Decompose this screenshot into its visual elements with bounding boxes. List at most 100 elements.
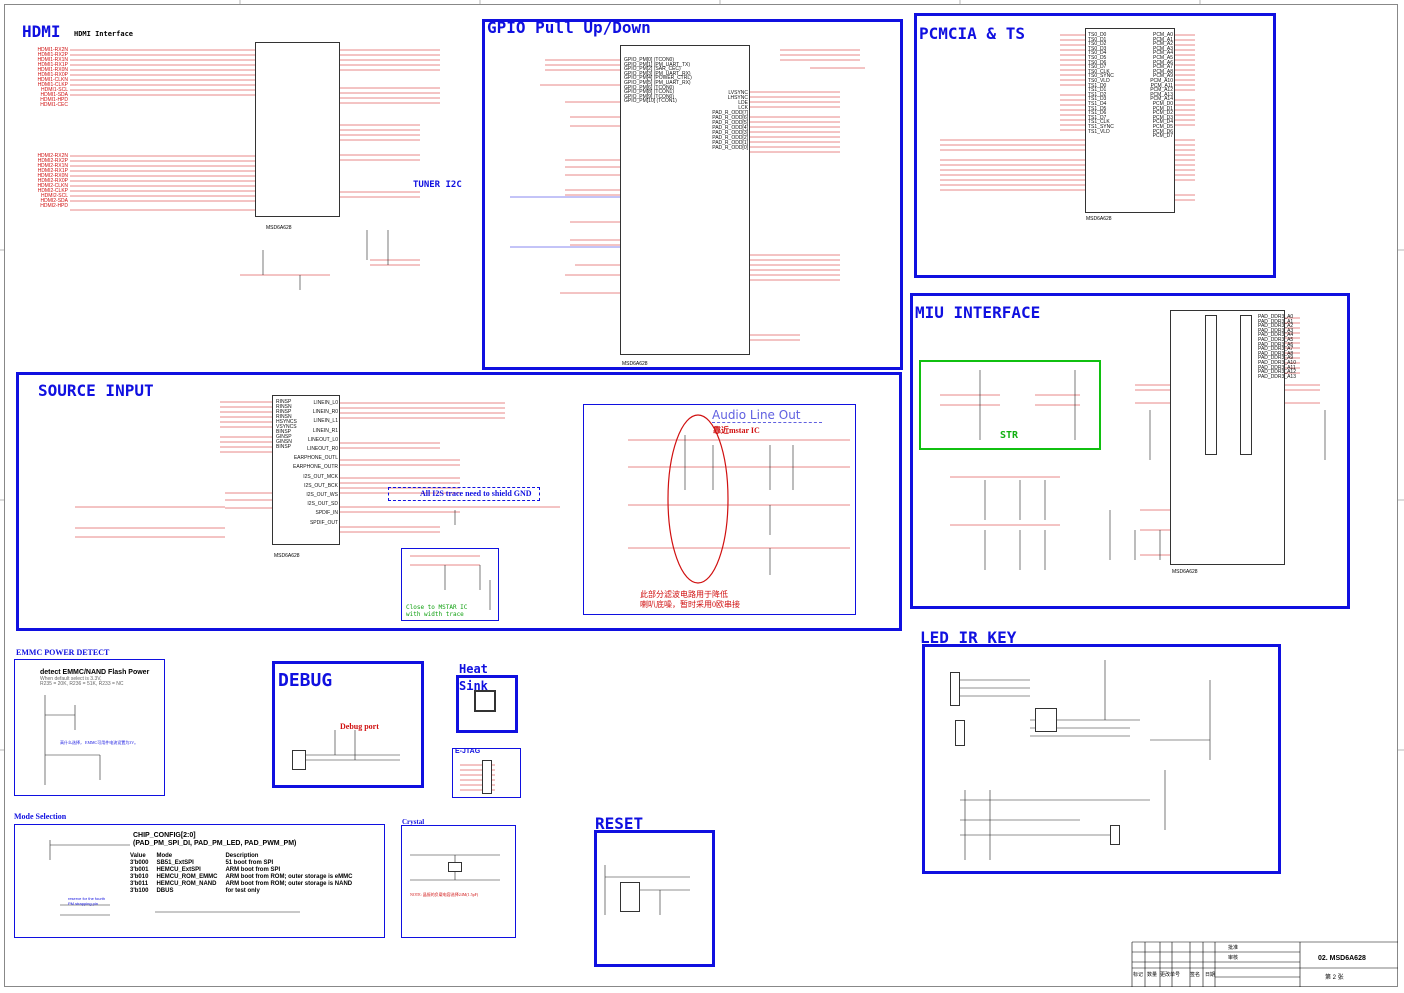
pcmcia-pin: PCM_D0 bbox=[1152, 101, 1173, 107]
pcmcia-pin: TS1_CLK bbox=[1088, 119, 1110, 126]
source-pin: I2S_OUT_WS bbox=[306, 492, 338, 498]
source-pin: I2S_OUT_BCK bbox=[304, 482, 338, 489]
mode-cell: ARM boot from SPI bbox=[225, 867, 281, 873]
gpio-block bbox=[482, 19, 903, 370]
crystal-part bbox=[448, 862, 462, 872]
ejtag-title: E-JTAG bbox=[455, 748, 481, 755]
pcmcia-pin: PCM_A11 bbox=[1150, 82, 1173, 89]
reserve-note-2: PM strapping pin bbox=[68, 901, 99, 906]
hdmi-signal: HDMI1-RX1N bbox=[37, 57, 68, 63]
hdmi-signal: HDMI2-HPD bbox=[40, 203, 68, 209]
source-pin: RINSP bbox=[276, 399, 292, 405]
miu-pin: PAD_DDR3_A13 bbox=[1258, 373, 1296, 380]
miu-pin: PAD_DDR3_A9 bbox=[1258, 355, 1294, 362]
title-block-page: 第 2 张 bbox=[1325, 975, 1344, 981]
hdmi-signal: HDMI2-RX1N bbox=[37, 163, 68, 169]
pcmcia-pin: PCM_A0 bbox=[1152, 32, 1173, 38]
gpio-pin: LCK bbox=[738, 105, 748, 111]
gpio-chip bbox=[620, 45, 750, 355]
heat-sink-block bbox=[456, 675, 518, 733]
pcmcia-pin: TS1_D6 bbox=[1088, 110, 1107, 117]
pcmcia-pin: TS1_D0 bbox=[1088, 82, 1107, 89]
hdmi-signal: HDMI2-RX2N bbox=[37, 153, 68, 159]
reserve-note: reserve for the fourth bbox=[68, 896, 106, 901]
audio-block bbox=[583, 404, 856, 615]
miu-title: MIU INTERFACE bbox=[915, 303, 1041, 322]
gpio-pin: LVSYNC bbox=[728, 90, 748, 96]
gpio-pin: PAD_R_ODD[2] bbox=[712, 135, 748, 141]
miu-chip-ref: MSD6A628 bbox=[1172, 569, 1198, 575]
audio-title-underline bbox=[712, 422, 822, 423]
pcmcia-pin: TS1_D4 bbox=[1088, 101, 1107, 107]
audio-bottom-note-2: 喇叭底噪，暂时采用0欧串接 bbox=[640, 600, 740, 609]
miu-pin: PAD_DDR3_A5 bbox=[1258, 337, 1294, 343]
miu-pin: PAD_DDR3_A3 bbox=[1258, 327, 1294, 334]
source-chip bbox=[272, 395, 340, 545]
pcmcia-chip bbox=[1085, 28, 1175, 213]
gpio-pin: GPIO_PM[0] (TCON0) bbox=[624, 57, 675, 63]
pcmcia-pin: TS1_D3 bbox=[1088, 96, 1107, 103]
hdmi-signal: HDMI2-RX0P bbox=[37, 178, 68, 184]
miu-pin: PAD_DDR3_A2 bbox=[1258, 323, 1294, 330]
str-label: STR bbox=[1000, 430, 1019, 441]
emmc-block bbox=[14, 659, 165, 796]
pcmcia-pin: TS1_VLD bbox=[1088, 128, 1110, 135]
mode-cell: 3'b011 bbox=[130, 881, 149, 887]
str-block bbox=[919, 360, 1101, 450]
hdmi-signal: HDMI2-RX0N bbox=[37, 173, 68, 179]
ir-sensor bbox=[1110, 825, 1120, 845]
pcmcia-pin: TS0_SYNC bbox=[1088, 73, 1114, 80]
debug-port-label: Debug port bbox=[340, 722, 379, 731]
hdmi-signal: HDMI1-SDA bbox=[40, 92, 68, 98]
mode-title: Mode Selection bbox=[14, 812, 67, 821]
pcmcia-pin: PCM_D6 bbox=[1152, 128, 1173, 135]
gpio-pin: LDE bbox=[738, 100, 748, 106]
pcmcia-pin: PCM_A14 bbox=[1150, 96, 1173, 103]
pcmcia-pin: TS0_D0 bbox=[1088, 32, 1107, 38]
pcmcia-pin: PCM_A12 bbox=[1150, 87, 1173, 94]
title-block-label-sign: 签名 bbox=[1190, 972, 1201, 978]
gpio-pin: PAD_R_ODD[4] bbox=[712, 125, 748, 131]
source-pin: LINEIN_L0 bbox=[313, 400, 338, 406]
miu-pin: PAD_DDR3_A11 bbox=[1258, 364, 1296, 371]
mode-cell: 3'b000 bbox=[130, 860, 149, 866]
emmc-title: EMMC POWER DETECT bbox=[16, 648, 110, 657]
pcmcia-pin: TS1_D1 bbox=[1088, 87, 1107, 94]
pcmcia-pin: PCM_A6 bbox=[1152, 59, 1173, 66]
miu-pin: PAD_DDR3_A7 bbox=[1258, 346, 1294, 353]
sheet-frame bbox=[4, 4, 1398, 987]
mode-cell: 3'b100 bbox=[130, 888, 149, 894]
source-title: SOURCE INPUT bbox=[38, 381, 154, 400]
pcmcia-pin: TS0_CLK bbox=[1088, 68, 1110, 75]
mode-cell: ARM boot from ROM; outer storage is eMMC bbox=[225, 874, 353, 880]
pcmcia-chip-ref: MSD6A628 bbox=[1086, 216, 1112, 222]
title-block-label-date: 日期 bbox=[1205, 972, 1216, 978]
source-pin: SPDIF_OUT bbox=[309, 519, 338, 526]
hdmi-title: HDMI bbox=[22, 22, 61, 41]
mode-cell: ARM boot from ROM; outer storage is NAND bbox=[225, 881, 353, 887]
pcmcia-pin: PCM_A5 bbox=[1152, 55, 1173, 61]
mode-header-description: Description bbox=[225, 853, 259, 859]
source-pin: LINEIN_R0 bbox=[312, 409, 338, 416]
mode-header-mode: Mode bbox=[156, 853, 173, 859]
hdmi-signal: HDMI2-RX2P bbox=[37, 158, 68, 164]
gpio-pin: PAD_R_ODD[6] bbox=[712, 115, 748, 121]
source-pin: SPDIF_IN bbox=[315, 510, 338, 517]
miu-pin: PAD_DDR3_A1 bbox=[1258, 318, 1294, 325]
pcmcia-pin: TS1_D2 bbox=[1088, 91, 1107, 98]
emmc-detect-title: detect EMMC/NAND Flash Power bbox=[40, 669, 150, 676]
close-note: Close to MSTAR IC with width trace bbox=[406, 604, 468, 618]
miu-bank-0 bbox=[1205, 315, 1217, 455]
gpio-pin: GPIO_PM[6] (TCON0) bbox=[624, 84, 675, 91]
pcmcia-pin: PCM_A13 bbox=[1150, 91, 1173, 98]
title-block-label-mark: 标记 bbox=[1133, 972, 1144, 978]
pcmcia-pin: TS0_D4 bbox=[1088, 50, 1107, 57]
hdmi-signal: HDMI1-RX1P bbox=[37, 62, 68, 68]
pcmcia-pin: PCM_A10 bbox=[1150, 78, 1173, 84]
title-block-project: 02. MSD6A628 bbox=[1318, 955, 1366, 962]
